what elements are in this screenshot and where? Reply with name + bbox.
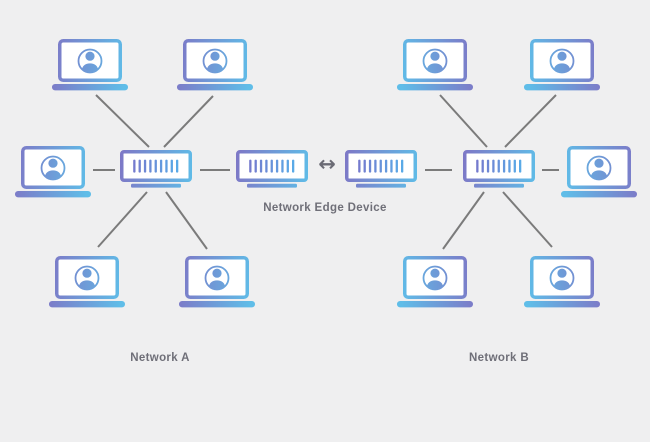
- laptop-user-icon: [524, 256, 600, 308]
- network-b-label: Network B: [468, 352, 530, 364]
- laptop-user-icon: [52, 39, 128, 91]
- connection-line: [439, 94, 488, 148]
- connection-line: [442, 191, 485, 250]
- network-switch-icon: [120, 150, 192, 188]
- bidirectional-arrow-icon: ↔: [318, 152, 336, 176]
- laptop-user-icon: [49, 256, 125, 308]
- network-switch-icon: [463, 150, 535, 188]
- laptop-user-icon: [397, 256, 473, 308]
- edge-device-icon: [236, 150, 308, 188]
- connection-line: [502, 191, 553, 248]
- connection-line: [504, 94, 557, 148]
- laptop-user-icon: [397, 39, 473, 91]
- laptop-user-icon: [524, 39, 600, 91]
- network-a-label: Network A: [130, 352, 190, 364]
- connection-line: [95, 94, 150, 148]
- laptop-user-icon: [15, 146, 91, 198]
- laptop-user-icon: [179, 256, 255, 308]
- connection-line: [165, 191, 208, 250]
- edge-device-icon: [345, 150, 417, 188]
- laptop-user-icon: [177, 39, 253, 91]
- connection-line: [97, 191, 148, 248]
- laptop-user-icon: [561, 146, 637, 198]
- edge-device-label: Network Edge Device: [263, 202, 387, 214]
- connection-line: [163, 95, 214, 148]
